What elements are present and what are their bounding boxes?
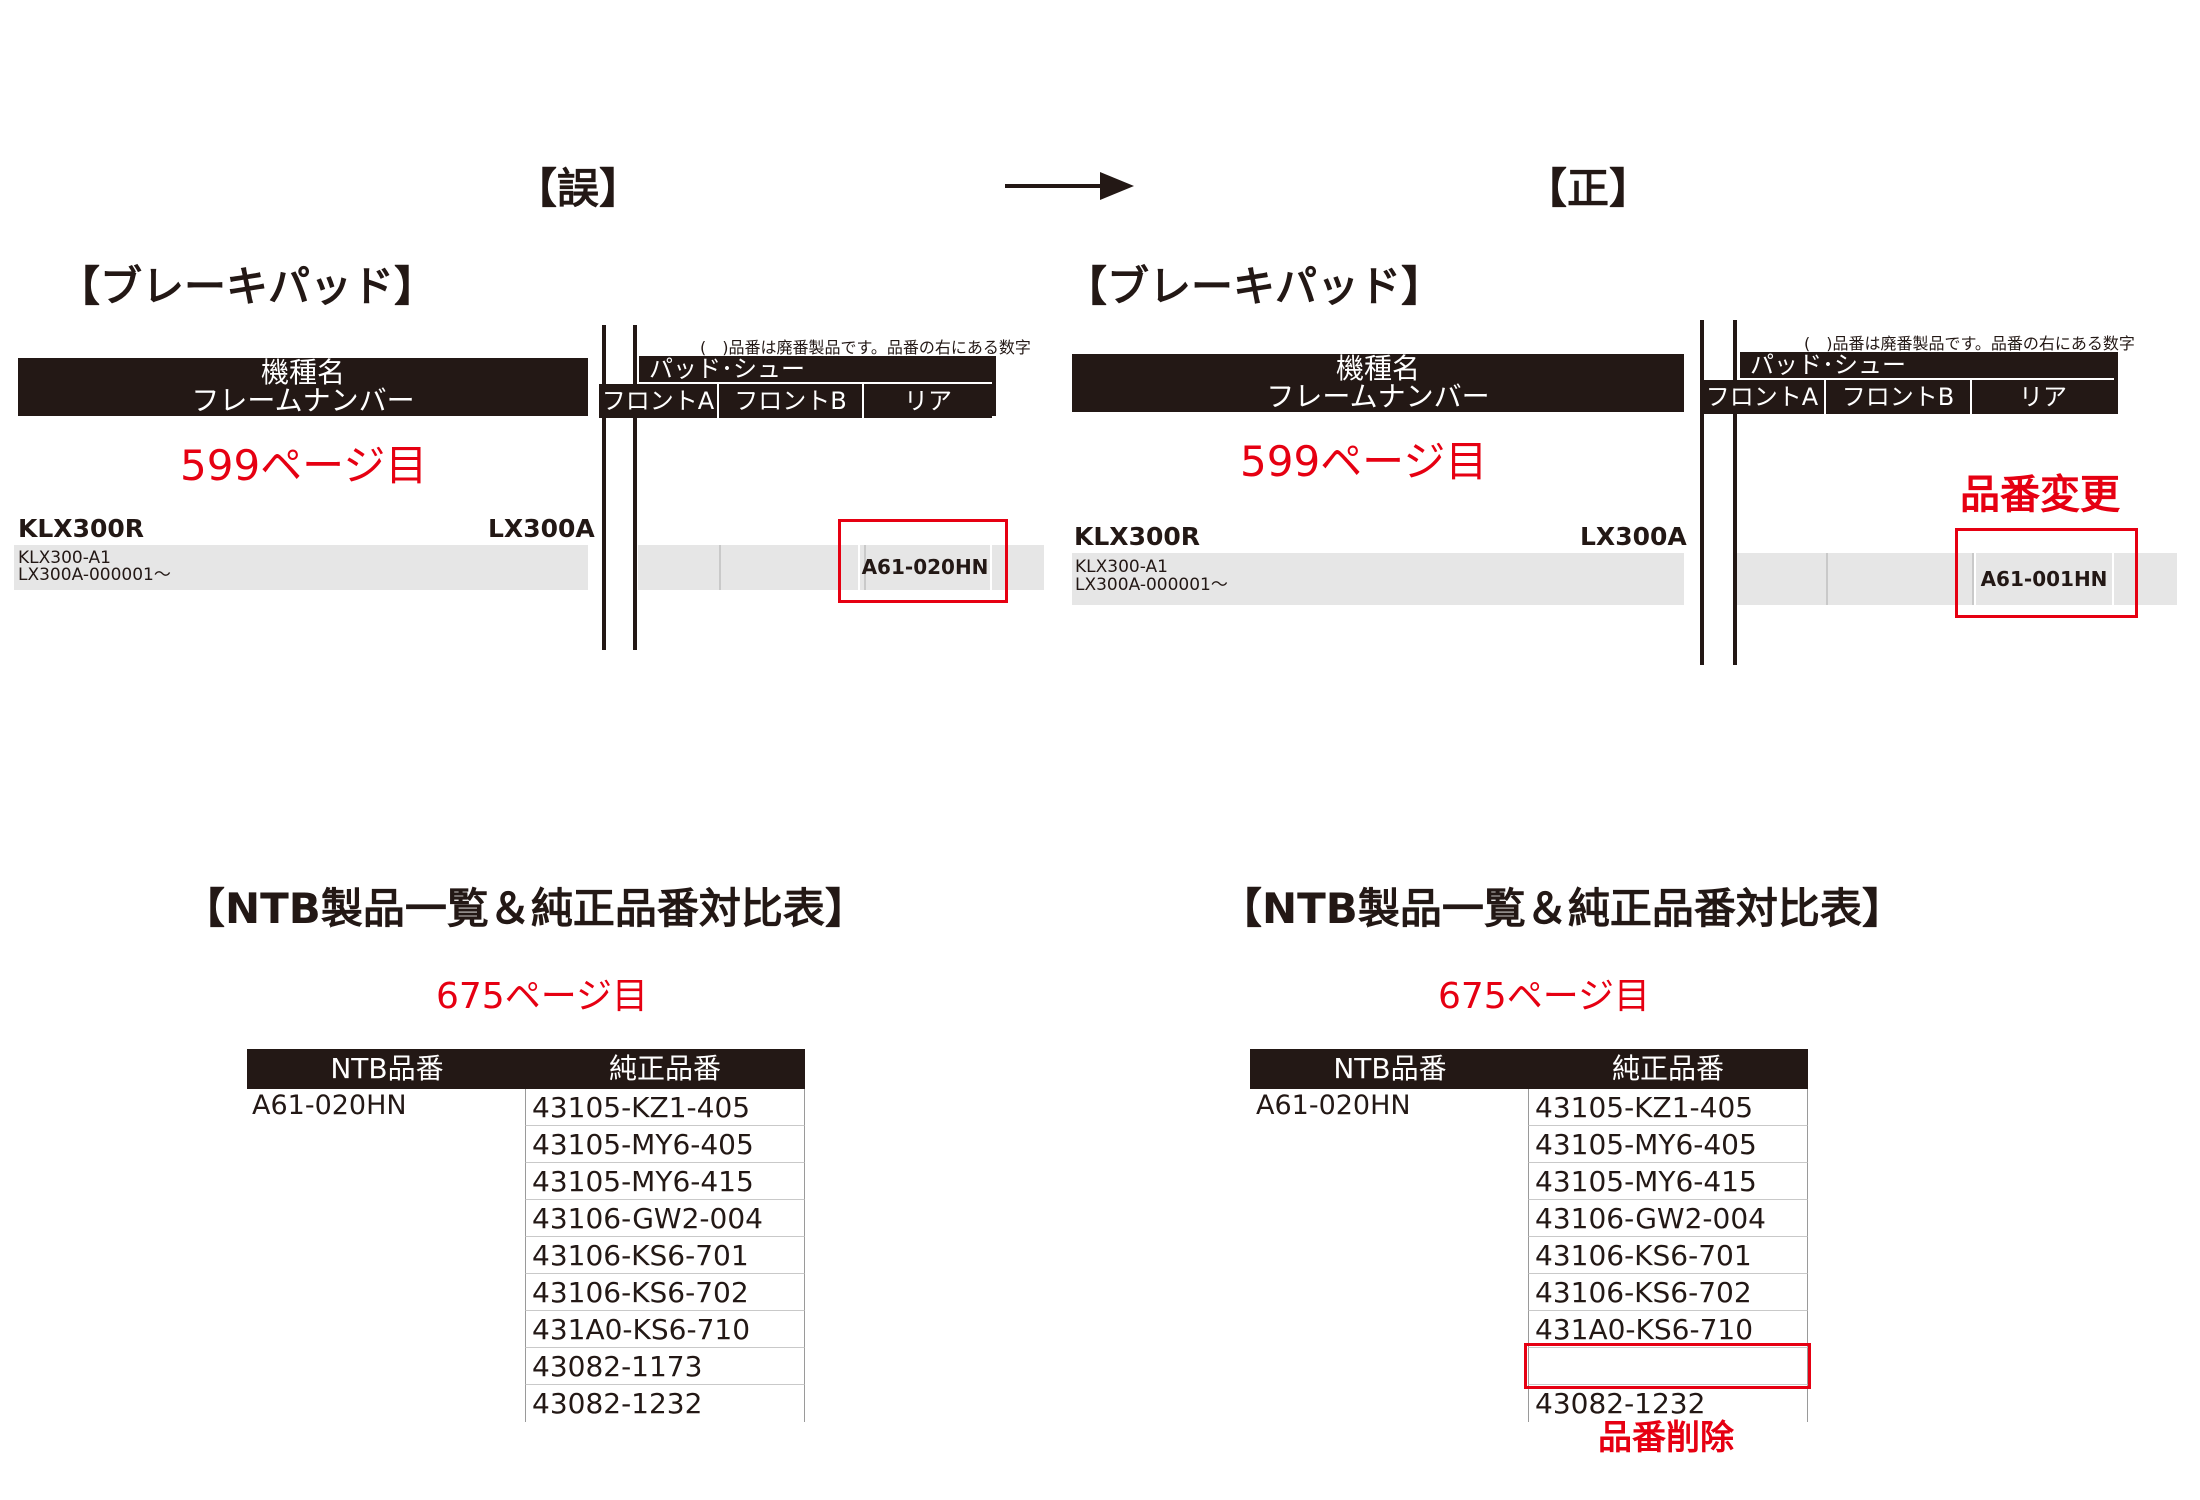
correct-heading: 【正】 (1525, 164, 1652, 213)
oem-part: 431A0-KS6-710 (525, 1311, 805, 1348)
highlight-box (1955, 528, 2138, 618)
header-front-a: フロントA (599, 384, 719, 418)
page-ref: 599ページ目 (1240, 437, 1488, 486)
frame-number-2: LX300A-000001～ (1075, 575, 1228, 595)
frame-number-2: LX300A-000001～ (18, 565, 171, 585)
header-rear: リア (864, 384, 992, 418)
col-oem: 純正品番 (608, 1052, 721, 1085)
model-name: KLX300R (18, 514, 145, 543)
section-title: 【NTB製品一覧＆純正品番対比表】 (183, 884, 867, 933)
col-ntb: NTB品番 (1333, 1052, 1447, 1085)
break-line (602, 325, 606, 650)
break-line (1733, 320, 1737, 665)
model-code: LX300A (488, 514, 595, 543)
oem-part-cut: 43082-1232 (1528, 1385, 1808, 1422)
oem-part: 43106-KS6-701 (1528, 1237, 1808, 1274)
ntb-part-number: A61-020HN (1256, 1090, 1411, 1121)
header-model-name: 機種名 (18, 358, 588, 388)
break-line (1700, 320, 1704, 665)
header-front-b: フロントB (1826, 380, 1972, 414)
delete-label: 品番削除 (1598, 1418, 1734, 1458)
section-title: 【NTB製品一覧＆純正品番対比表】 (1220, 884, 1904, 933)
section-title: 【ブレーキパッド】 (1065, 262, 1444, 311)
note-text: ( )品番は廃番製品です。品番の右にある数字 (700, 338, 1031, 357)
header-pad-shoe: パッド･シュー (639, 356, 995, 382)
oem-part: 43106-GW2-004 (1528, 1200, 1808, 1237)
header-front-b: フロントB (719, 384, 864, 418)
oem-part: 43082-1173 (525, 1348, 805, 1385)
header-pad-shoe: パッド･シュー (1740, 352, 2116, 378)
oem-part: 43106-KS6-701 (525, 1237, 805, 1274)
change-label: 品番変更 (1960, 472, 2120, 518)
col-ntb: NTB品番 (330, 1052, 444, 1085)
rear-part-number: A61-001HN (1974, 553, 2114, 605)
highlight-box (1524, 1343, 1811, 1389)
table-header: NTB品番 純正品番 (247, 1049, 805, 1089)
ntb-part-number: A61-020HN (252, 1090, 407, 1121)
header-frame-number: フレームナンバー (18, 386, 588, 416)
oem-part: 43106-KS6-702 (1528, 1274, 1808, 1311)
oem-part: 43105-KZ1-405 (1528, 1089, 1808, 1126)
section-title: 【ブレーキパッド】 (58, 262, 437, 311)
header-rear: リア (1972, 380, 2114, 414)
oem-part: 43105-MY6-405 (525, 1126, 805, 1163)
page-ref: 675ページ目 (1438, 976, 1650, 1017)
model-name: KLX300R (1074, 522, 1201, 551)
page-ref: 675ページ目 (436, 976, 648, 1017)
note-text: ( )品番は廃番製品です。品番の右にある数字 (1804, 334, 2135, 353)
oem-part: 43105-MY6-415 (525, 1163, 805, 1200)
header-model-name: 機種名 (1072, 354, 1684, 384)
model-code: LX300A (1580, 522, 1687, 551)
oem-part: 43105-MY6-405 (1528, 1126, 1808, 1163)
table-header: NTB品番 純正品番 (1250, 1049, 1808, 1089)
oem-part: 43106-KS6-702 (525, 1274, 805, 1311)
break-line (633, 325, 637, 650)
rear-part-number: A61-020HN (858, 545, 992, 590)
wrong-heading: 【誤】 (515, 164, 642, 213)
oem-part: 43105-KZ1-405 (525, 1089, 805, 1126)
oem-part: 431A0-KS6-710 (1528, 1311, 1808, 1348)
oem-part: 43106-GW2-004 (525, 1200, 805, 1237)
highlight-box (838, 519, 1008, 603)
oem-part-deleted (1528, 1348, 1808, 1385)
page-ref: 599ページ目 (180, 441, 428, 490)
frame-number-1: KLX300-A1 (1075, 557, 1168, 577)
frame-number-1: KLX300-A1 (18, 548, 111, 568)
col-oem: 純正品番 (1611, 1052, 1724, 1085)
header-frame-number: フレームナンバー (1072, 382, 1684, 412)
oem-part-cut: 43082-1232 (525, 1385, 805, 1422)
header-front-a: フロントA (1700, 380, 1826, 414)
oem-part: 43105-MY6-415 (1528, 1163, 1808, 1200)
